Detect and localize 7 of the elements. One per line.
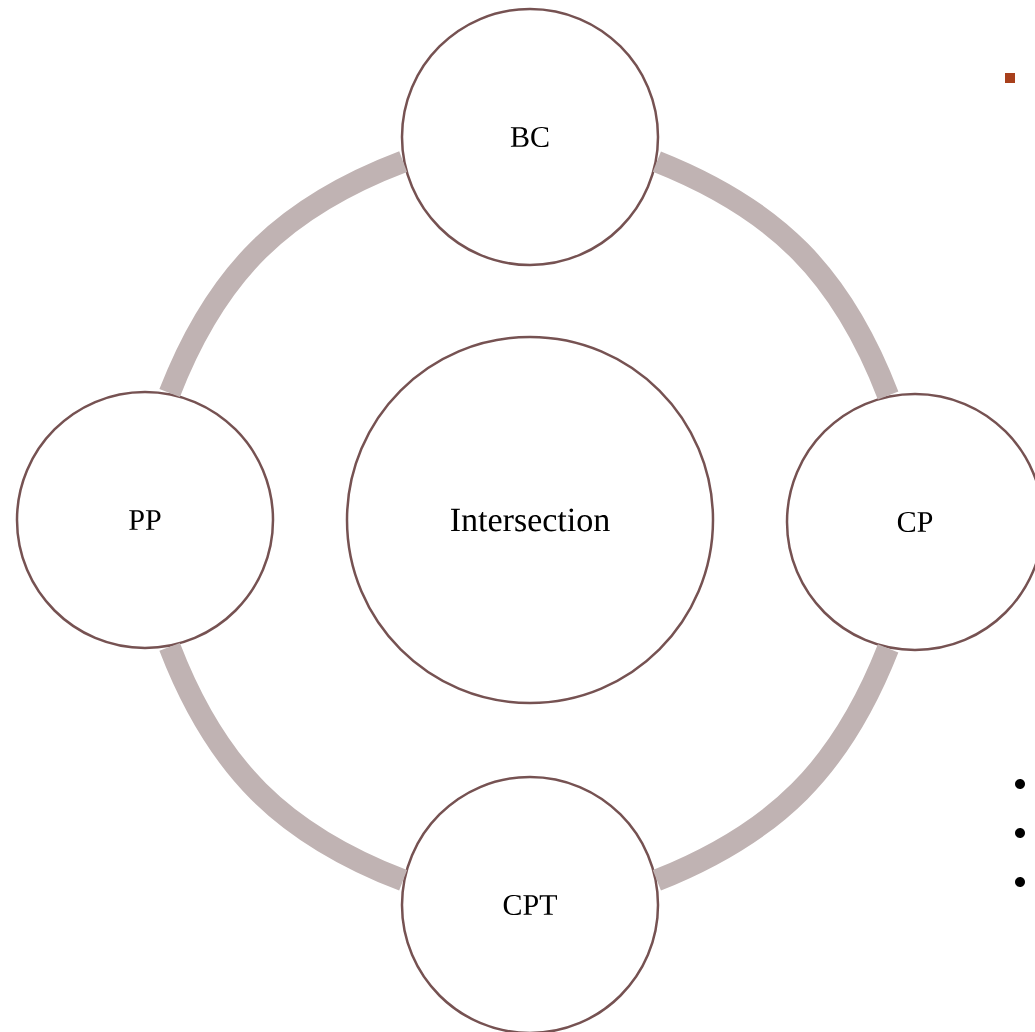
ring-segment	[652, 644, 899, 891]
ring-segment	[652, 151, 899, 400]
ring-segment	[159, 642, 408, 891]
circle-node: BC	[400, 7, 660, 267]
circle-node: PP	[15, 390, 275, 650]
ring-segment	[159, 151, 408, 398]
circle-node: Intersection	[345, 335, 715, 705]
